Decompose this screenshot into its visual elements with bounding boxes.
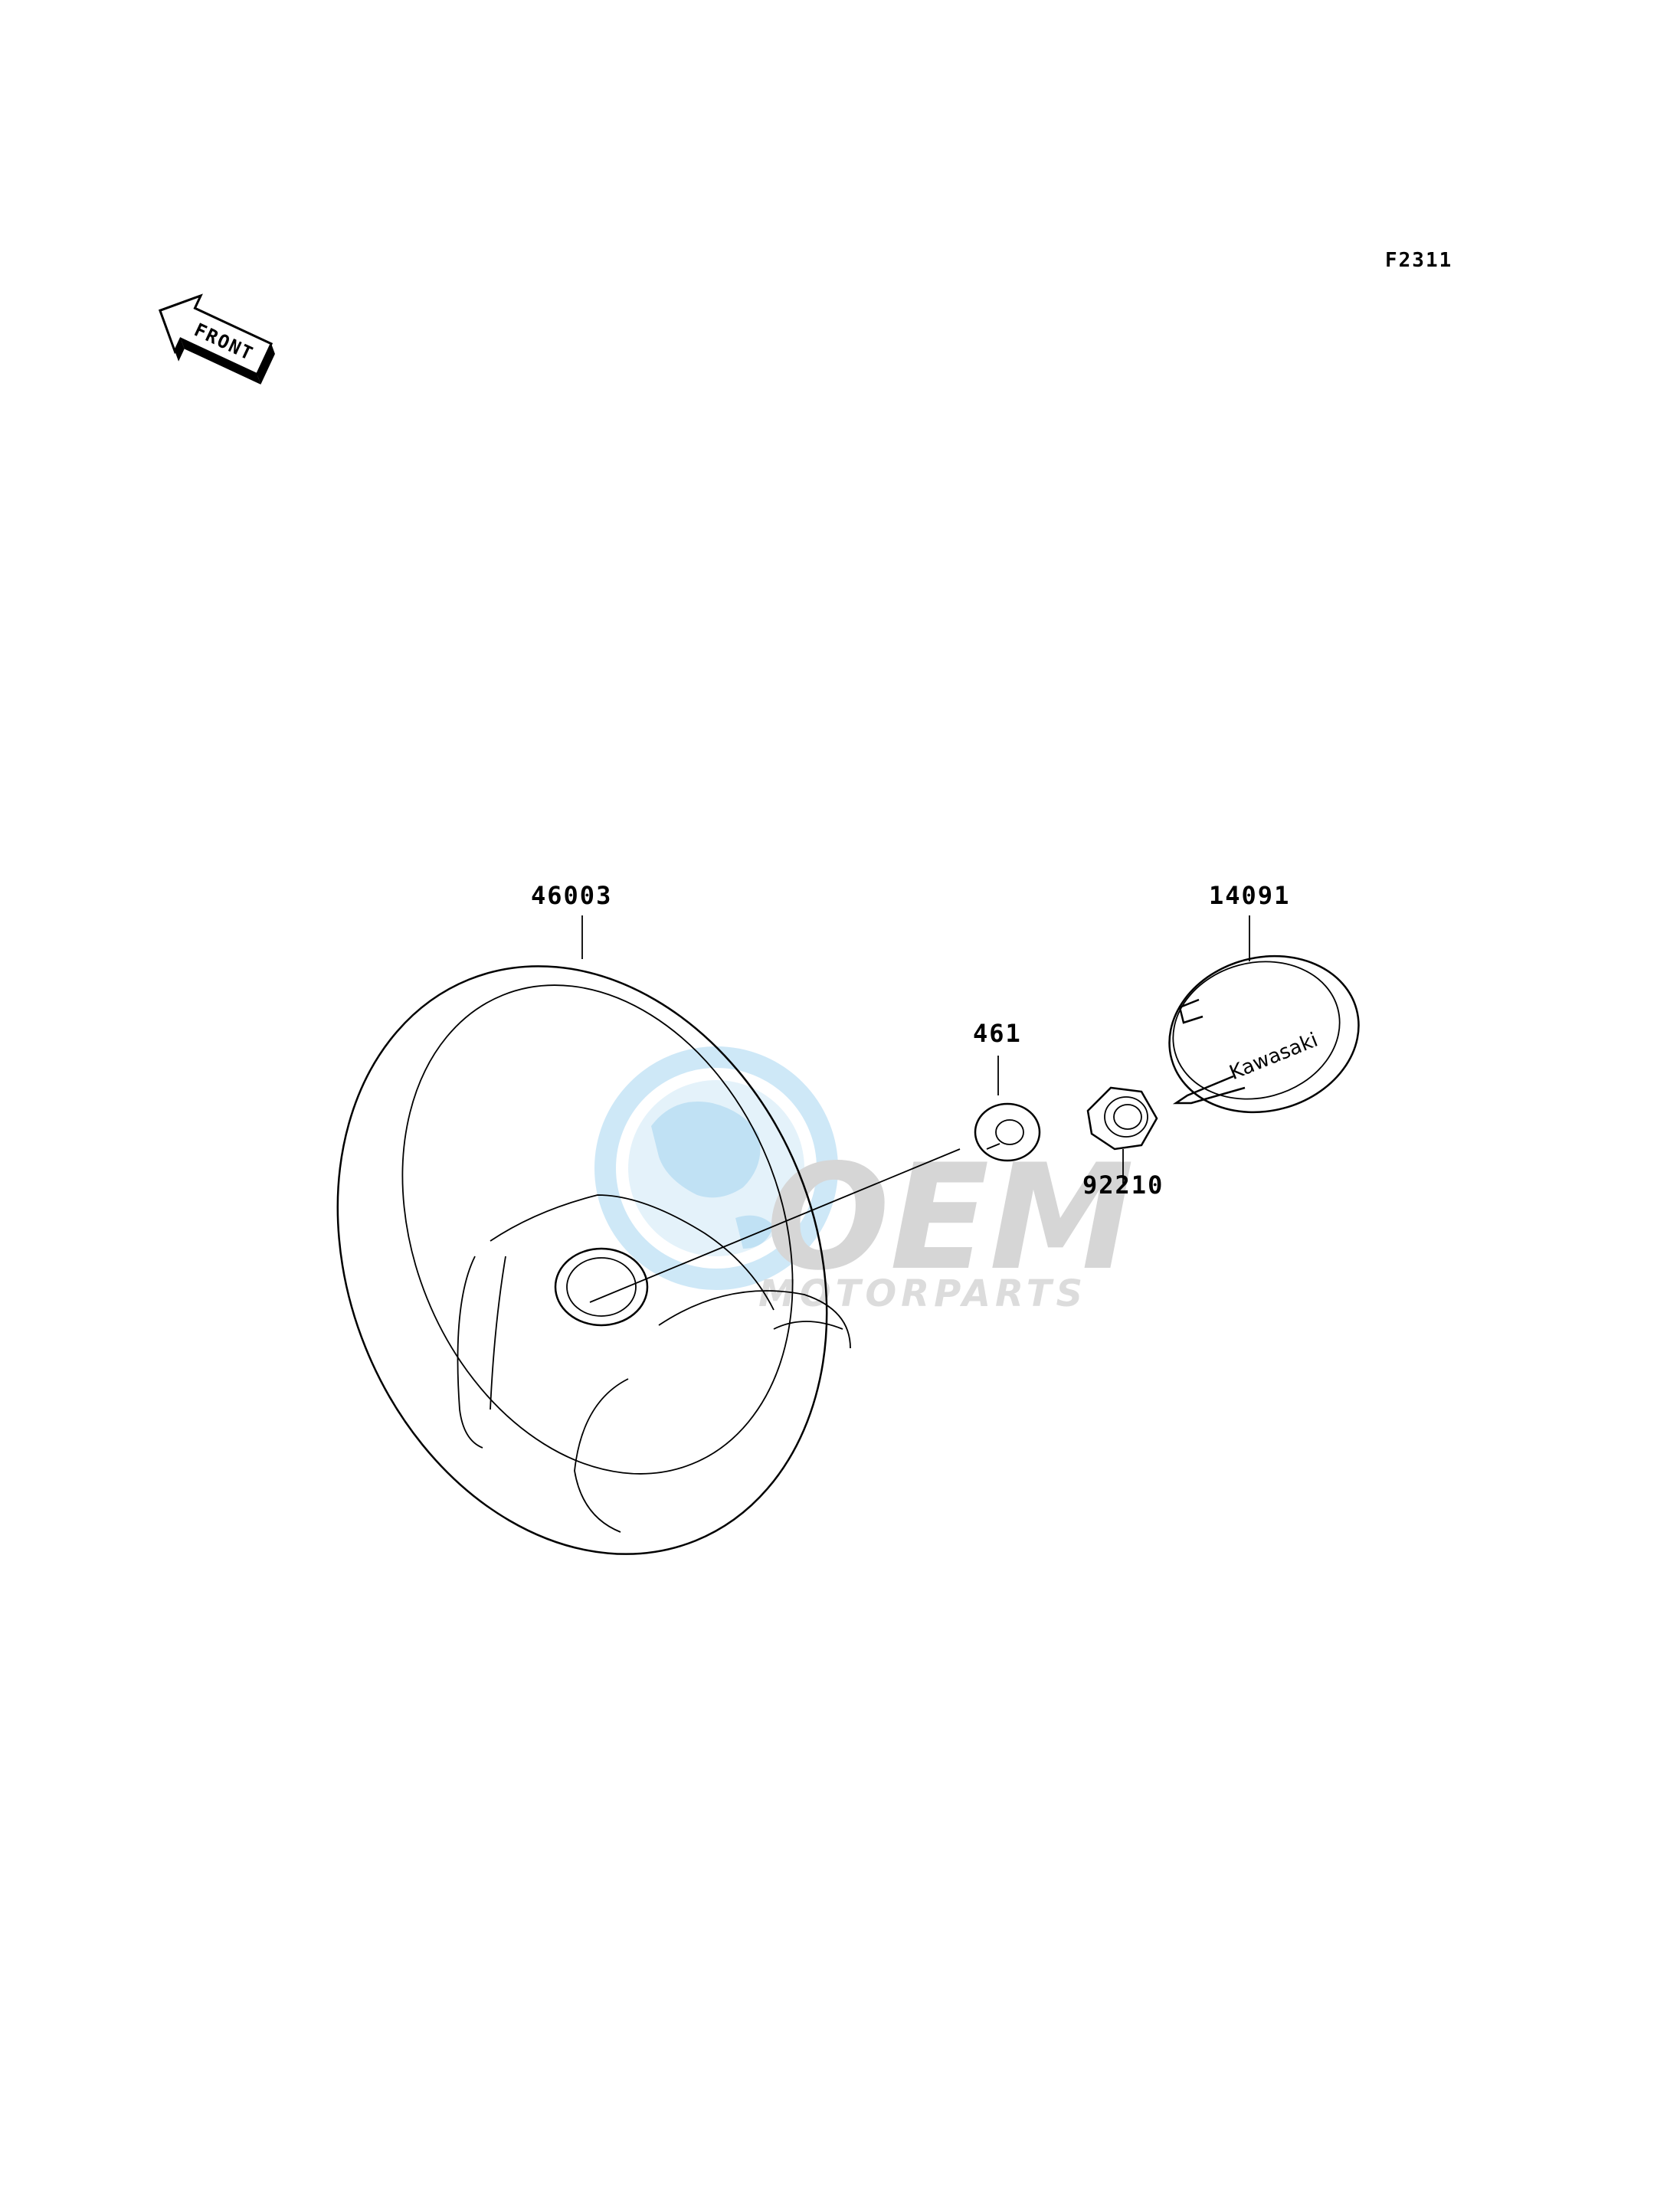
part-label-14091: 14091 [1209, 881, 1290, 910]
nut [1086, 1086, 1158, 1151]
watermark: OEM MOTORPARTS [594, 1046, 1134, 1315]
center-cap: Kawasaki [1168, 954, 1360, 1114]
front-arrow-icon: FRONT [158, 293, 275, 385]
watermark-subtitle: MOTORPARTS [758, 1272, 1087, 1315]
part-label-46003: 46003 [531, 881, 612, 910]
globe-icon [594, 1046, 838, 1290]
reference-code: F2311 [1385, 249, 1452, 272]
part-label-461: 461 [973, 1019, 1022, 1048]
part-label-92210: 92210 [1082, 1171, 1164, 1200]
steering-wheel [336, 965, 851, 1555]
watermark-brand: OEM [766, 1133, 1134, 1302]
washer [974, 1102, 1041, 1162]
cap-logo-text: Kawasaki [1226, 1029, 1321, 1085]
shaft-axis-line [589, 1148, 961, 1303]
